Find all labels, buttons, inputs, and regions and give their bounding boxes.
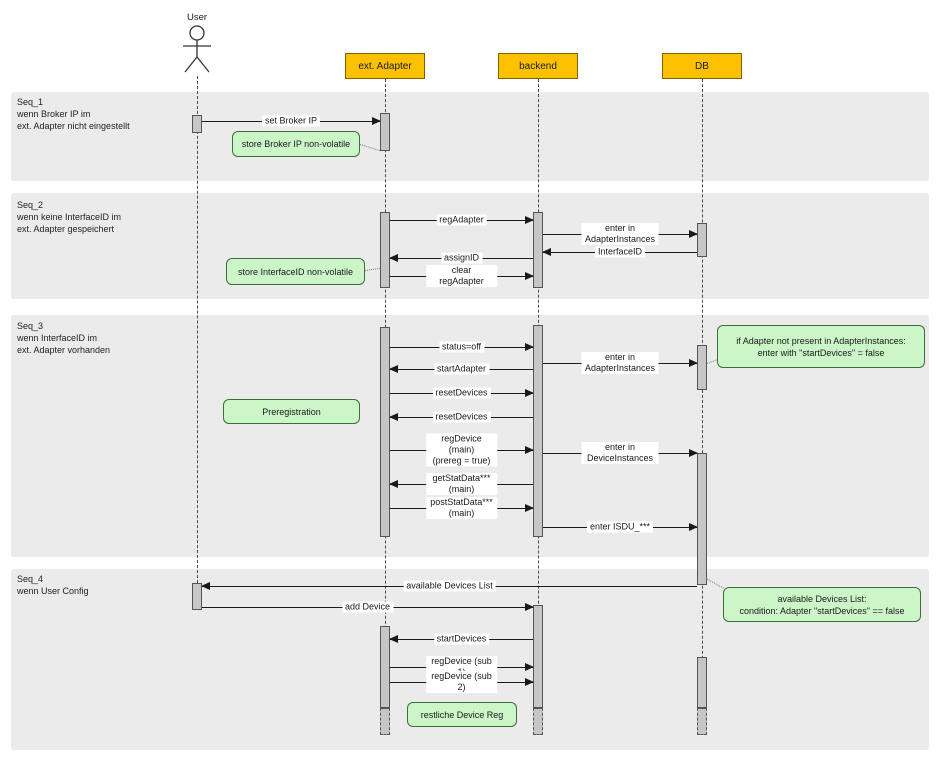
message-label: getStatData*** (main) [425, 473, 498, 495]
activation-bar-adapter-seq4 [380, 626, 390, 708]
activation-bar-backend-seq3 [533, 325, 543, 537]
arrowhead-icon [525, 663, 534, 671]
message-label: clear regAdapter [425, 265, 498, 287]
arrowhead-icon [525, 389, 534, 397]
message-label: startAdapter [433, 363, 490, 375]
note-preregistration: Preregistration [223, 399, 360, 424]
message-label: enter ISDU_*** [586, 521, 654, 533]
arrowhead-icon [525, 504, 534, 512]
message-label: resetDevices [432, 411, 491, 423]
section-label-seq3: Seq_3 wenn InterfaceID im ext. Adapter v… [17, 321, 111, 355]
actor-box-label: backend [519, 60, 557, 72]
arrowhead-icon [372, 117, 381, 125]
activation-bar-db-seq2 [697, 223, 707, 257]
section-band-seq1 [11, 92, 929, 181]
note-restliche-device-reg: restliche Device Reg [407, 702, 517, 727]
section-label-seq4: Seq_4 wenn User Config [17, 574, 89, 596]
actor-user: User [177, 12, 217, 76]
arrowhead-icon [689, 359, 698, 367]
message-label: enter in DeviceInstances [581, 442, 659, 464]
activation-bar-continuation-db [697, 708, 707, 735]
message-label: regAdapter [436, 214, 487, 226]
message-label: regDevice (main) (prereg = true) [425, 433, 498, 467]
activation-bar-continuation-adapter [380, 708, 390, 735]
activation-bar-db-long [697, 453, 707, 585]
note-store-interface-id: store InterfaceID non-volatile [226, 258, 365, 285]
arrowhead-icon [525, 446, 534, 454]
arrowhead-icon [389, 254, 398, 262]
section-label-seq1: Seq_1 wenn Broker IP im ext. Adapter nic… [17, 97, 130, 131]
actor-box-label: DB [695, 60, 709, 72]
message-label: available Devices List [403, 580, 496, 592]
message-label: startDevices [433, 633, 490, 645]
activation-bar-adapter-seq3 [380, 327, 390, 537]
actor-user-label: User [186, 12, 208, 23]
note-available-devices: available Devices List: condition: Adapt… [723, 587, 921, 622]
message-label: InterfaceID [594, 246, 646, 258]
activation-bar-db-seq3a [697, 345, 707, 390]
message-label: add Device [341, 601, 394, 613]
note-store-broker-ip: store Broker IP non-volatile [232, 131, 360, 157]
activation-bar-user-seq1 [192, 115, 202, 133]
arrowhead-icon [525, 343, 534, 351]
message-label: postStatData*** (main) [425, 497, 498, 519]
note-if-adapter-not-present: if Adapter not present in AdapterInstanc… [717, 325, 925, 368]
activation-bar-backend-seq4 [533, 605, 543, 708]
user-actor-icon [183, 25, 211, 73]
arrowhead-icon [389, 480, 398, 488]
activation-bar-adapter-seq1 [380, 113, 390, 151]
arrowhead-icon [525, 678, 534, 686]
message-label: resetDevices [432, 387, 491, 399]
arrowhead-icon [525, 603, 534, 611]
arrowhead-icon [389, 365, 398, 373]
actor-box-ext-adapter: ext. Adapter [345, 53, 425, 79]
arrowhead-icon [689, 523, 698, 531]
arrowhead-icon [689, 230, 698, 238]
actor-box-backend: backend [498, 53, 578, 79]
arrowhead-icon [201, 582, 210, 590]
arrowhead-icon [689, 449, 698, 457]
arrowhead-icon [525, 216, 534, 224]
lifeline-db [702, 79, 703, 709]
lifeline-user [197, 76, 198, 583]
message-label: set Broker IP [261, 115, 321, 127]
activation-bar-continuation-backend [533, 708, 543, 735]
activation-bar-db-seq4 [697, 657, 707, 708]
arrowhead-icon [389, 413, 398, 421]
message-label: enter in AdapterInstances [581, 223, 659, 245]
message-label: enter in AdapterInstances [581, 352, 659, 374]
actor-box-db: DB [662, 53, 742, 79]
section-label-seq2: Seq_2 wenn keine InterfaceID im ext. Ada… [17, 200, 122, 234]
message-label: assignID [440, 252, 483, 264]
arrowhead-icon [389, 635, 398, 643]
activation-bar-adapter-seq2 [380, 212, 390, 288]
arrowhead-icon [542, 248, 551, 256]
message-label: regDevice (sub 2) [425, 671, 498, 693]
actor-box-label: ext. Adapter [358, 60, 412, 72]
activation-bar-user-seq4 [192, 583, 202, 610]
arrowhead-icon [525, 272, 534, 280]
message-label: status=off [438, 341, 485, 353]
